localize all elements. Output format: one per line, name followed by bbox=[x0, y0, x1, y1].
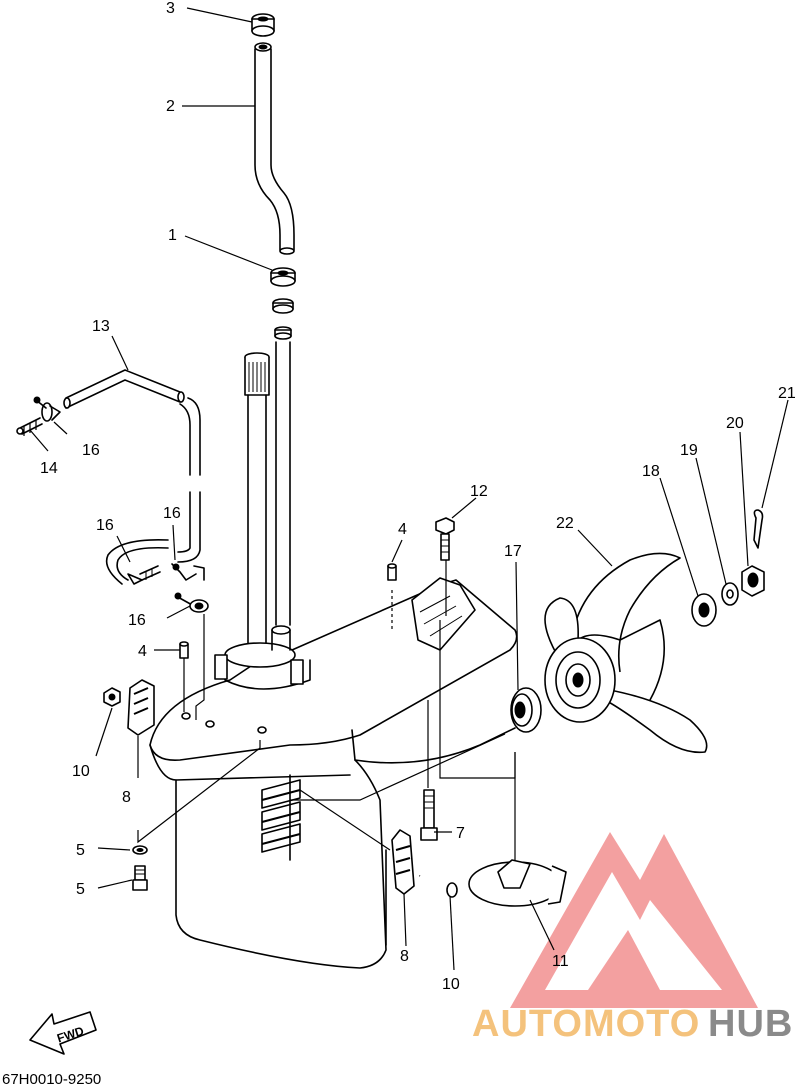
part-7-bolt bbox=[420, 789, 438, 841]
part-16-clip-lower bbox=[174, 592, 209, 613]
callout-20: 20 bbox=[726, 415, 744, 432]
lower-unit-housing bbox=[149, 577, 518, 969]
part-18-spacer bbox=[691, 593, 717, 627]
fwd-arrow-icon: FWD bbox=[29, 1011, 97, 1055]
part-12-anode bbox=[468, 859, 567, 907]
part-6-washer bbox=[132, 845, 148, 855]
callout-7: 7 bbox=[456, 825, 465, 842]
diagram-code: 67H0010-9250 bbox=[2, 1071, 101, 1087]
part-22-propeller bbox=[544, 552, 708, 754]
part-16-clip-left bbox=[33, 396, 61, 422]
part-10-bolt bbox=[419, 873, 458, 898]
callout-3: 3 bbox=[166, 0, 175, 17]
callout-1: 1 bbox=[168, 227, 177, 244]
callout-16-left: 16 bbox=[82, 442, 100, 459]
callout-6: 5 bbox=[76, 842, 85, 859]
callout-16-lower: 16 bbox=[128, 612, 146, 629]
callout-13: 12 bbox=[470, 483, 488, 500]
part-21-cotter-pin bbox=[753, 509, 764, 549]
callout-18: 18 bbox=[642, 463, 660, 480]
part-8-bracket bbox=[391, 829, 415, 895]
part-20-nut bbox=[741, 565, 765, 597]
callout-15: 14 bbox=[40, 460, 58, 477]
callout-8: 8 bbox=[400, 948, 409, 965]
callout-11: 10 bbox=[72, 763, 90, 780]
watermark-logo-icon bbox=[510, 832, 758, 1008]
part-5-bolt bbox=[132, 865, 148, 891]
part-2-water-tube bbox=[254, 42, 295, 255]
part-17-thrust-washer bbox=[510, 687, 542, 733]
watermark-text-automoto: AUTOMOTO bbox=[472, 1003, 700, 1045]
callout-12: 11 bbox=[552, 953, 569, 970]
part-14-hose bbox=[63, 369, 201, 585]
drive-shaft bbox=[244, 341, 291, 646]
part-1-seal-stack bbox=[270, 267, 296, 340]
callout-4-lower: 4 bbox=[138, 643, 147, 660]
callout-19: 19 bbox=[680, 442, 698, 459]
leader-lines bbox=[29, 7, 789, 971]
callout-21: 21 bbox=[778, 385, 796, 402]
part-19-washer bbox=[721, 582, 739, 606]
part-15-fitting bbox=[16, 417, 43, 436]
callout-16-mid-left: 16 bbox=[96, 517, 114, 534]
part-4-pin-lower bbox=[179, 641, 189, 659]
callout-16-mid-right: 16 bbox=[163, 505, 181, 522]
callout-5: 5 bbox=[76, 881, 85, 898]
callout-4-upper: 4 bbox=[398, 521, 407, 538]
callout-10: 10 bbox=[442, 976, 460, 993]
callout-17: 17 bbox=[504, 543, 522, 560]
part-16-clip-mid bbox=[127, 563, 205, 585]
callout-22: 22 bbox=[556, 515, 574, 532]
part-11-nut bbox=[103, 687, 121, 707]
part-3-grommet bbox=[251, 13, 275, 37]
part-13-bolt bbox=[435, 517, 455, 561]
part-9-bracket bbox=[127, 679, 155, 736]
callout-2: 2 bbox=[166, 98, 175, 115]
callout-9: 8 bbox=[122, 789, 131, 806]
callout-14: 13 bbox=[92, 318, 110, 335]
watermark-text-hub: HUB bbox=[708, 1003, 793, 1045]
